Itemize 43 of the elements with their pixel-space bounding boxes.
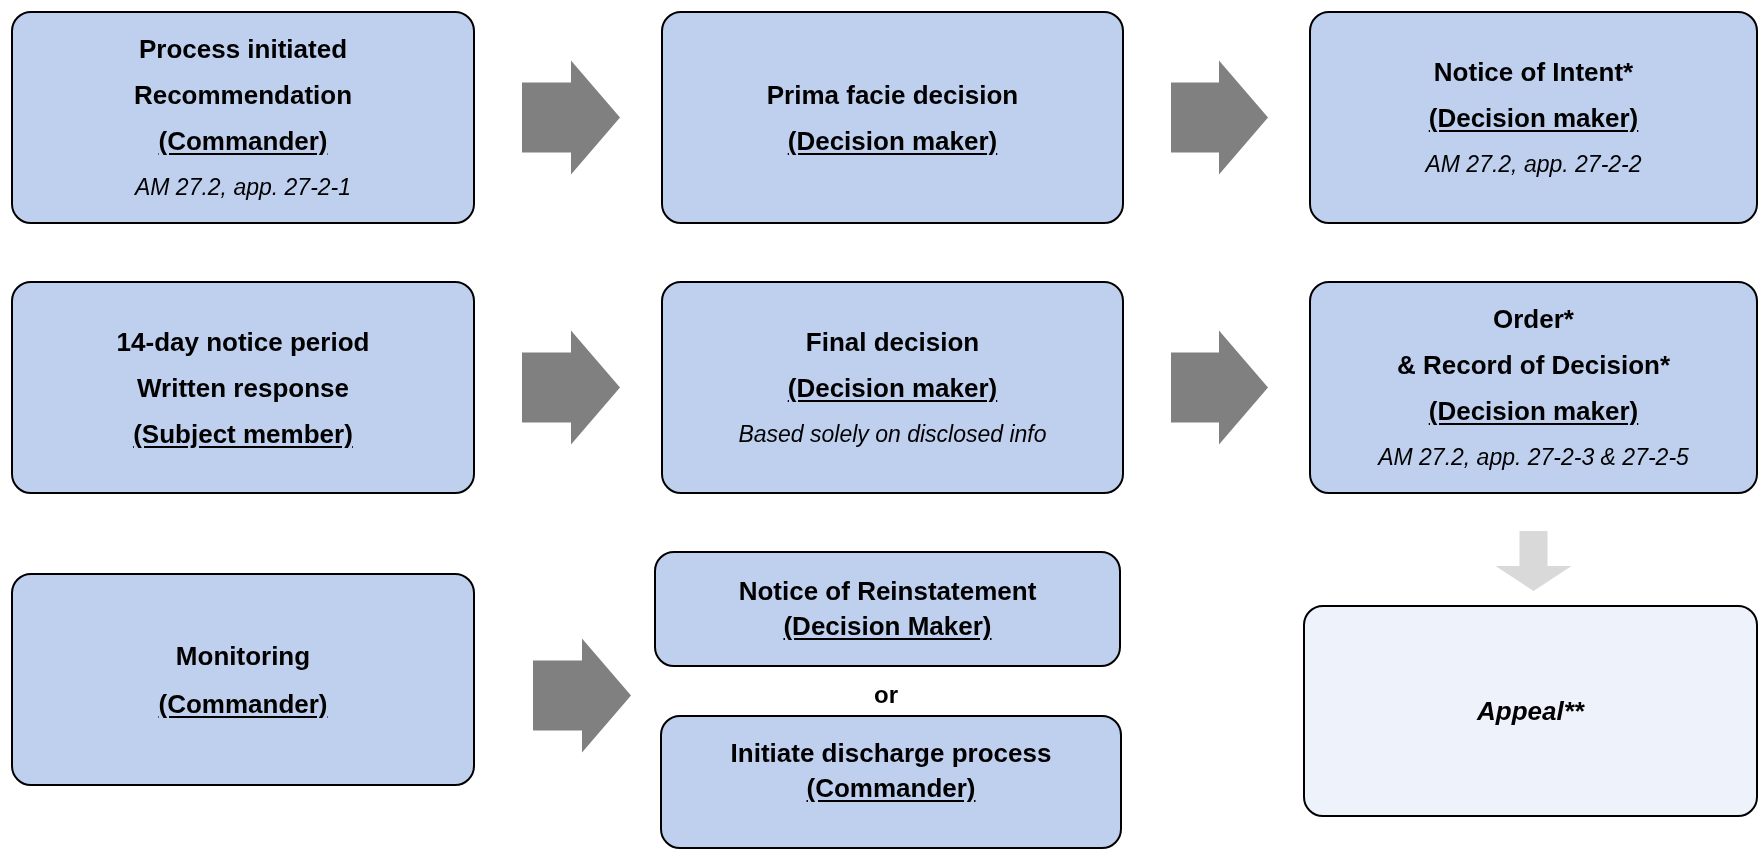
responsible-role: (Decision maker) — [787, 371, 998, 405]
step-title: Process initiated — [138, 32, 348, 66]
block-arrow — [1495, 531, 1572, 591]
responsible-role: (Commander) — [158, 687, 328, 721]
responsible-role: (Decision maker) — [787, 124, 998, 158]
responsible-role: (Commander) — [806, 772, 976, 805]
step-title: Final decision — [805, 325, 980, 359]
appeal-box — [1303, 605, 1758, 817]
step-title: 14-day notice period — [116, 325, 370, 359]
process-box — [11, 281, 475, 494]
reference-note: AM 27.2, app. 27-2-2 — [1425, 149, 1642, 179]
step-title: Initiate discharge process — [730, 737, 1052, 770]
process-box — [661, 281, 1124, 494]
process-box — [1309, 281, 1758, 494]
step-title: Order* — [1493, 302, 1574, 336]
step-title: Written response — [137, 371, 349, 405]
reference-note: AM 27.2, app. 27-2-3 & 27-2-5 — [1378, 442, 1689, 472]
responsible-role: (Subject member) — [133, 417, 353, 451]
responsible-role: (Commander) — [158, 124, 328, 158]
step-title: Recommendation — [133, 78, 353, 112]
step-title: Appeal** — [1477, 695, 1584, 728]
block-arrow — [533, 638, 631, 753]
step-title: Notice of Reinstatement — [738, 575, 1037, 608]
step-title: & Record of Decision* — [1396, 348, 1671, 382]
step-title: Monitoring — [175, 639, 311, 673]
responsible-role: (Decision Maker) — [783, 610, 992, 643]
process-box — [1309, 11, 1758, 224]
step-title: Notice of Intent* — [1433, 55, 1634, 89]
connector-word: or — [874, 681, 898, 709]
step-title: Prima facie decision — [766, 78, 1019, 112]
reference-note: AM 27.2, app. 27-2-1 — [134, 172, 352, 202]
block-arrow — [522, 330, 620, 445]
block-arrow — [1171, 60, 1268, 175]
process-box — [11, 11, 475, 224]
process-box — [11, 573, 475, 786]
block-arrow — [522, 60, 620, 175]
reference-note: Based solely on disclosed info — [738, 419, 1047, 449]
process-box — [660, 715, 1122, 849]
process-box — [654, 551, 1121, 667]
responsible-role: (Decision maker) — [1428, 394, 1639, 428]
process-box — [661, 11, 1124, 224]
block-arrow — [1171, 330, 1268, 445]
responsible-role: (Decision maker) — [1428, 101, 1639, 135]
